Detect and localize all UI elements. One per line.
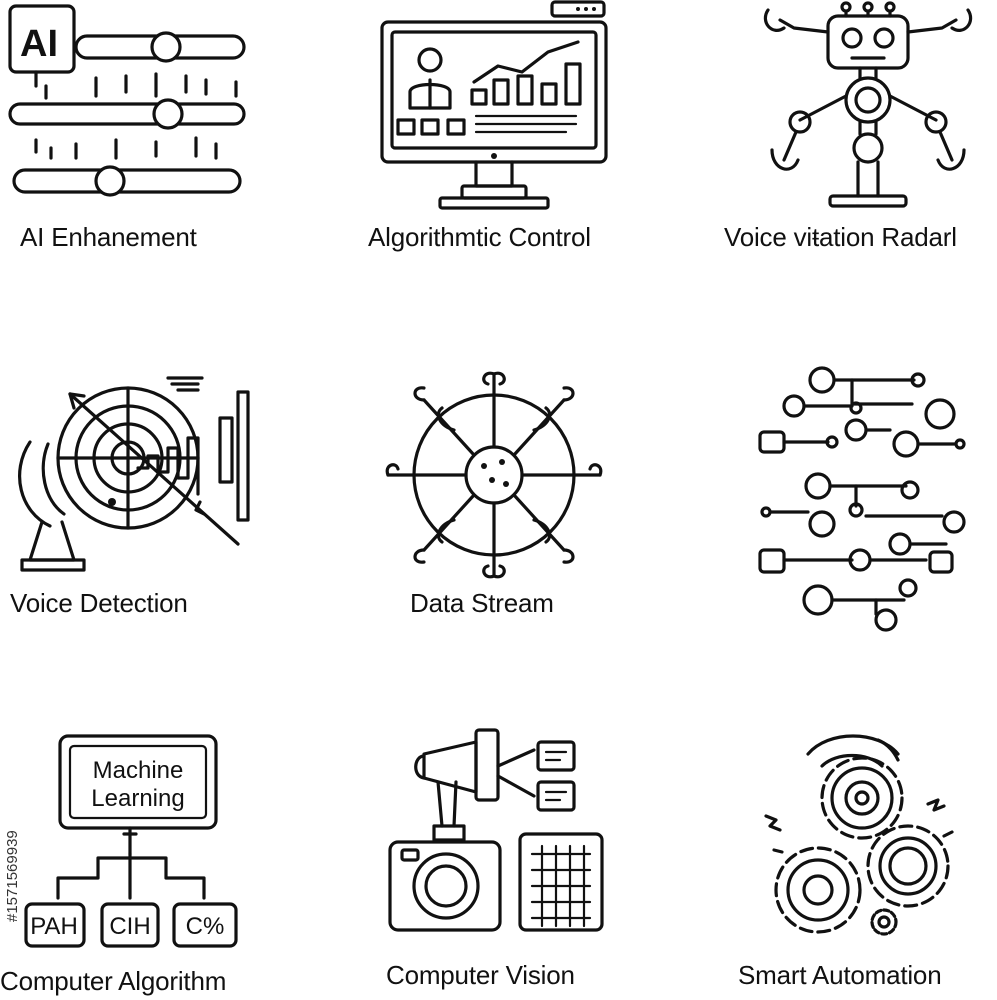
icon-label: Voice Detection <box>10 588 188 618</box>
robot-icon <box>763 1 973 208</box>
gears-icon <box>764 734 954 936</box>
icon-label: Algorithmtic Control <box>368 222 591 252</box>
sliders-icon: AI <box>8 4 246 197</box>
flowchart-icon: Machine Learning PAH CIH C% <box>24 734 238 948</box>
neuron-icon <box>385 371 603 579</box>
icon-label: AI Enhanement <box>20 222 197 252</box>
node-text: PAH <box>30 913 78 940</box>
circuit-icon <box>758 366 966 632</box>
box-text-line1: Machine <box>93 757 184 784</box>
camera-projector-icon <box>388 728 604 932</box>
icon-label: Data Stream <box>410 588 554 618</box>
node-text: CIH <box>109 913 150 940</box>
box-text-line2: Learning <box>91 785 184 812</box>
ai-badge-text: AI <box>20 23 58 65</box>
icon-label: Voice viŧation Radarl <box>724 222 957 252</box>
icon-label: Computer Vision <box>386 960 575 990</box>
stock-id-watermark: #1571569939 <box>4 830 21 922</box>
node-text: C% <box>186 913 225 940</box>
icon-label: Computer Algorithm <box>0 966 227 996</box>
radar-icon <box>18 376 250 572</box>
icon-label: Smart Automation <box>738 960 942 990</box>
monitor-chart-icon <box>380 0 608 210</box>
